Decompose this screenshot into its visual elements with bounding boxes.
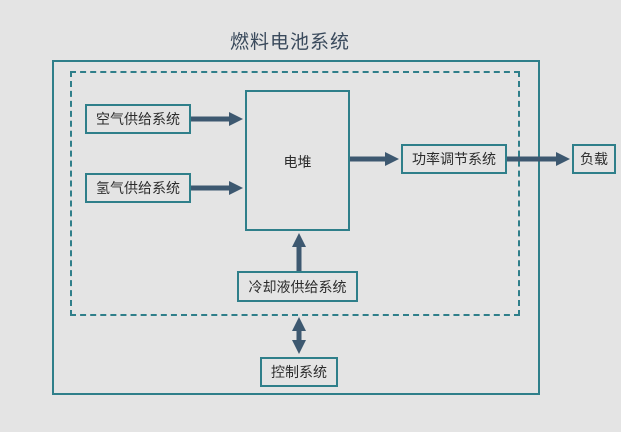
- diagram-title: 燃料电池系统: [229, 31, 350, 53]
- power-regulation-label: 功率调节系统: [412, 152, 496, 168]
- control-system-label: 控制系统: [271, 365, 327, 381]
- fuel-cell-system-boundary: [52, 60, 540, 395]
- load-label: 负载: [580, 152, 608, 168]
- load-box: 负载: [572, 144, 616, 174]
- stack-label: 电堆: [283, 155, 312, 171]
- fuel-cell-stack-box: 电堆: [245, 90, 350, 231]
- inner-subsystem-boundary: [70, 71, 520, 316]
- hydrogen-supply-label: 氢气供给系统: [96, 181, 180, 197]
- power-regulation-box: 功率调节系统: [401, 144, 507, 174]
- coolant-supply-box: 冷却液供给系统: [237, 271, 358, 302]
- coolant-supply-label: 冷却液供给系统: [248, 279, 347, 296]
- air-supply-label: 空气供给系统: [96, 112, 180, 128]
- control-system-box: 控制系统: [260, 357, 338, 387]
- air-supply-box: 空气供给系统: [85, 104, 191, 134]
- hydrogen-supply-box: 氢气供给系统: [85, 173, 191, 203]
